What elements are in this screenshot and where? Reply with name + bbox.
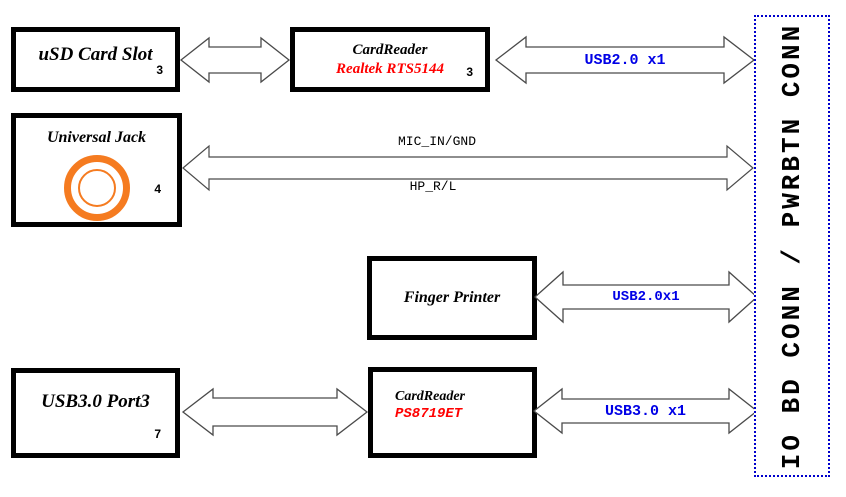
connection-label: USB2.0 x1 xyxy=(584,51,666,69)
page-ref-badge: 3 xyxy=(156,63,163,77)
connector-usd-cardreader xyxy=(179,34,291,86)
block-card-reader-bottom: CardReader PS8719ET xyxy=(368,367,537,458)
connection-label: USB2.0x1 xyxy=(612,289,680,305)
connector-audio xyxy=(181,144,755,194)
connector-usb2-top: USB2.0 x1 xyxy=(494,33,756,87)
page-ref-badge: 4 xyxy=(154,182,161,196)
double-arrow-icon xyxy=(181,387,369,437)
audio-jack-inner-ring-icon xyxy=(78,169,116,207)
block-usd-card-slot: uSD Card Slot 3 xyxy=(11,27,180,92)
connector-usb3-bottom: USB3.0 x1 xyxy=(532,384,759,438)
block-card-reader-top: CardReader Realtek RTS5144 3 xyxy=(290,27,490,92)
double-arrow-icon xyxy=(179,36,291,84)
chip-name: PS8719ET xyxy=(395,405,463,422)
io-board-connector-panel: IO BD CONN / PWRBTN CONN xyxy=(754,15,830,477)
block-label: uSD Card Slot xyxy=(38,43,153,65)
audio-jack-icon xyxy=(64,155,130,221)
block-title: CardReader xyxy=(352,41,428,58)
signal-label-mic: MIC_IN/GND xyxy=(397,134,476,149)
signal-label-hp: HP_R/L xyxy=(409,179,457,194)
page-ref-badge: 7 xyxy=(154,427,161,441)
connector-port3-cardreader xyxy=(181,386,369,438)
block-label: USB3.0 Port3 xyxy=(41,391,150,413)
connection-label: USB3.0 x1 xyxy=(604,402,686,420)
block-label: Finger Printer xyxy=(403,289,501,306)
block-finger-printer: Finger Printer xyxy=(367,256,537,340)
block-usb3-port3: USB3.0 Port3 7 xyxy=(11,368,180,458)
page-ref-badge: 3 xyxy=(466,65,473,79)
block-label: Universal Jack xyxy=(46,129,147,146)
chip-name: Realtek RTS5144 xyxy=(336,60,444,77)
double-arrow-icon xyxy=(182,144,754,192)
block-title: CardReader xyxy=(395,389,465,404)
connector-usb2-finger: USB2.0x1 xyxy=(533,268,759,326)
panel-label: IO BD CONN / PWRBTN CONN xyxy=(777,22,807,470)
